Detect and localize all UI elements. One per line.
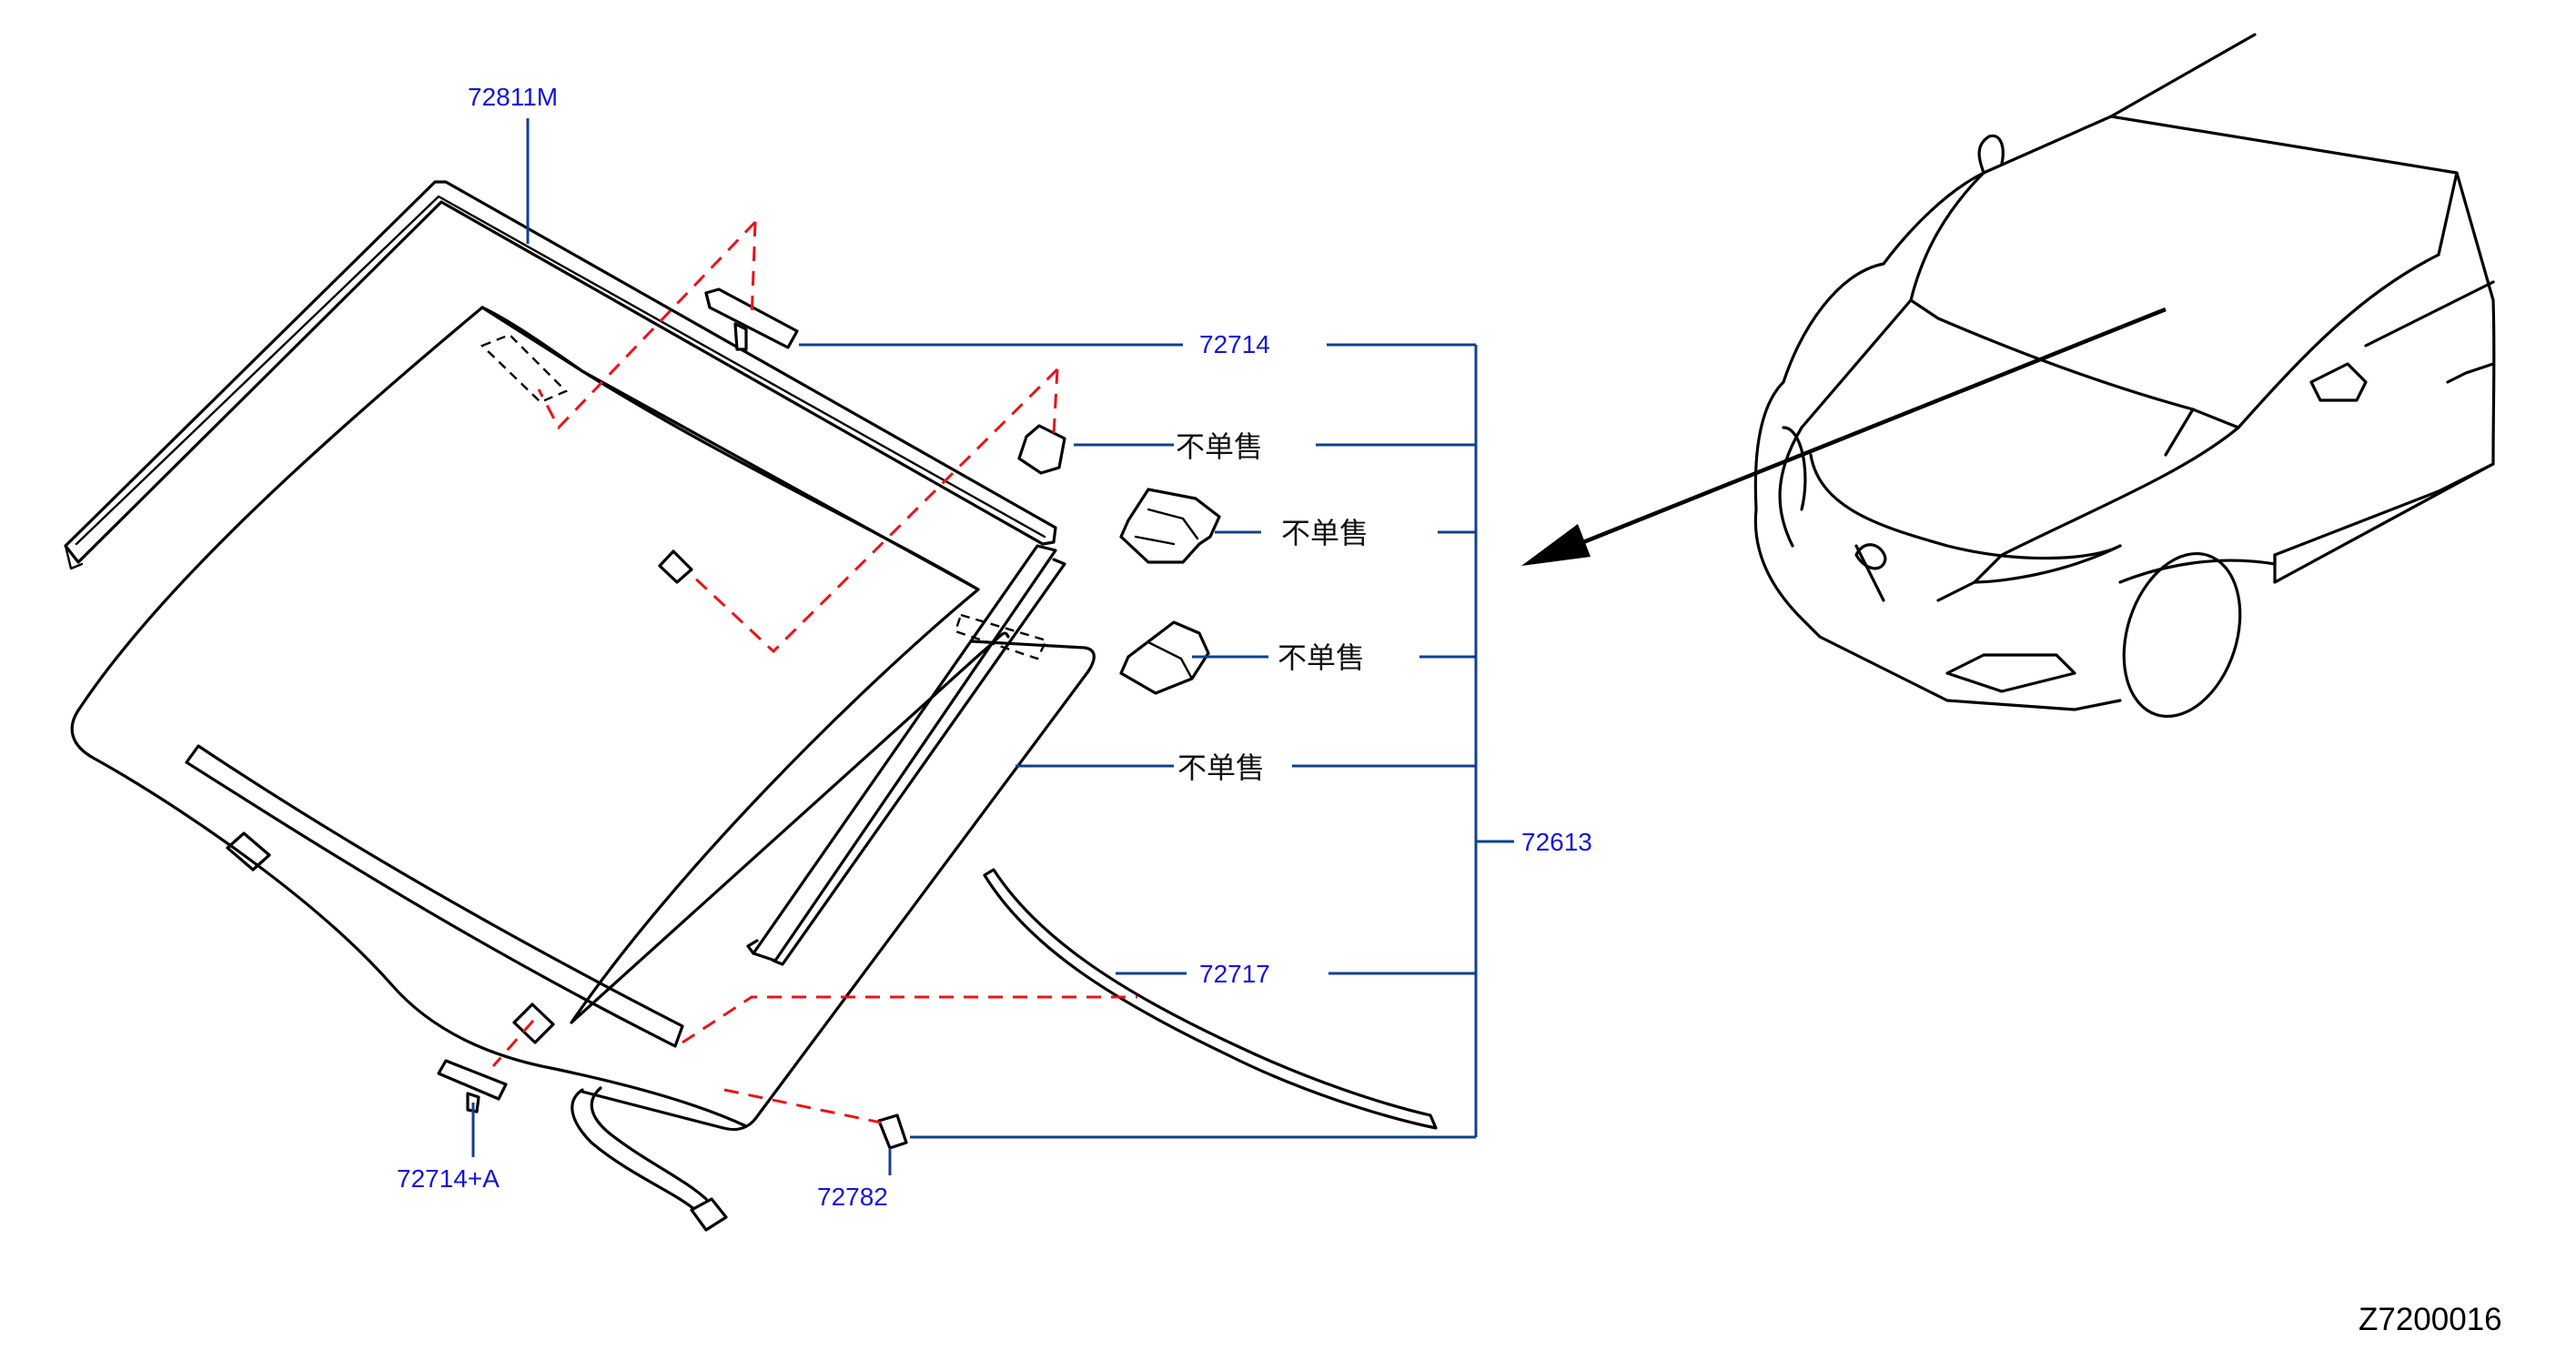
windshield-moulding[interactable] — [64, 180, 1057, 570]
diagram-code: Z7200016 — [2359, 1302, 2502, 1337]
reference-lines — [491, 220, 1137, 1124]
clip-top[interactable] — [704, 287, 799, 351]
label-windshield-assy[interactable]: 72613 — [1521, 828, 1592, 856]
view-direction-arrow — [1521, 307, 2167, 566]
dam-rubber-strip[interactable] — [983, 868, 1438, 1130]
label-moulding[interactable]: 72811M — [468, 83, 558, 111]
label-spacer[interactable]: 72782 — [817, 1183, 888, 1211]
camera-bracket[interactable] — [1119, 488, 1221, 564]
vehicle-illustration — [1753, 33, 2496, 719]
side-molding[interactable] — [746, 544, 1066, 966]
spacer-block[interactable] — [877, 1113, 908, 1150]
label-clip-top[interactable]: 72714 — [1199, 330, 1270, 358]
sensor-cover[interactable] — [1119, 620, 1210, 695]
label-dam-rubber[interactable]: 72717 — [1199, 960, 1270, 988]
windshield-glass[interactable] — [70, 306, 1096, 1132]
label-clip-bottom[interactable]: 72714+A — [397, 1164, 500, 1193]
label-not-sold-4: 不单售 — [1177, 751, 1265, 785]
harness-cable[interactable] — [571, 1086, 728, 1232]
label-not-sold-3: 不单售 — [1278, 640, 1365, 675]
label-not-sold-1: 不单售 — [1176, 429, 1263, 464]
bracket-small[interactable] — [1017, 424, 1066, 475]
label-not-sold-2: 不单售 — [1281, 516, 1369, 550]
leader-lines — [471, 118, 1514, 1175]
